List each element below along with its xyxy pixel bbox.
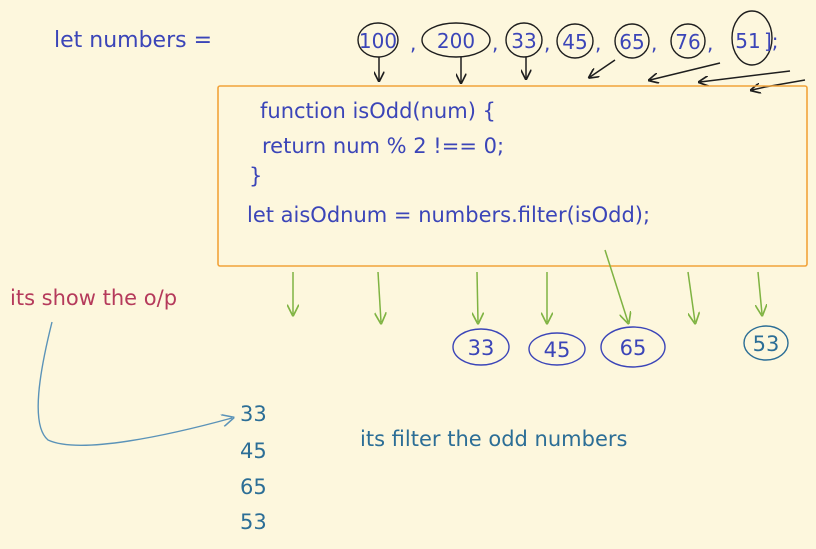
filter-note: its filter the odd numbers: [360, 427, 627, 451]
comma: ,: [651, 31, 657, 55]
array-value-100: 100: [357, 22, 399, 58]
comma: ,: [410, 31, 416, 55]
array-value-76: 76: [670, 23, 706, 59]
result-value: 53: [753, 332, 780, 356]
green-arrow-51: [758, 271, 762, 314]
result-bubble-45: 45: [528, 332, 586, 366]
array-value-200: 200: [421, 22, 491, 58]
array-value-33: 33: [505, 22, 543, 58]
array-value-label: 45: [562, 30, 587, 54]
comma: ,: [707, 31, 713, 55]
output-item: 65: [240, 475, 267, 499]
array-prefix: let numbers =: [54, 28, 212, 53]
output-item: 33: [240, 402, 267, 426]
array-value-label: 200: [437, 29, 475, 53]
code-lines: function isOdd(num) { return num % 2 !==…: [247, 99, 650, 227]
result-bubble-65: 65: [600, 326, 666, 368]
output-list: 33 45 65 53: [240, 402, 267, 534]
array-value-label: 65: [619, 30, 644, 54]
array-value-label: 51: [735, 29, 760, 53]
arrow-45: [590, 59, 616, 77]
green-arrow-33: [477, 271, 478, 322]
filter-arrows: [293, 249, 762, 322]
green-arrow-65: [604, 249, 628, 322]
comma: ,: [492, 31, 498, 55]
green-arrow-200: [378, 271, 381, 322]
arrow-76: [700, 70, 791, 82]
code-line-1: function isOdd(num) {: [260, 99, 496, 123]
comma: ,: [595, 31, 601, 55]
green-arrow-76: [687, 271, 695, 322]
array-value-51: 51: [731, 10, 773, 66]
array-value-label: 76: [675, 30, 700, 54]
result-value: 65: [620, 336, 647, 360]
array-values: 100 , 200 , 33 , 45 , 65 , 76 , 51: [357, 10, 779, 66]
result-value: 45: [544, 338, 571, 362]
output-label: its show the o/p: [10, 286, 177, 310]
input-arrows: [379, 57, 806, 90]
result-bubble-33: 33: [452, 328, 510, 366]
array-value-45: 45: [556, 23, 594, 59]
code-box: [217, 85, 808, 267]
arrow-51: [752, 79, 806, 90]
comma: ,: [544, 31, 550, 55]
code-line-2: return num % 2 !== 0;: [262, 134, 504, 158]
result-bubble-53: 53: [743, 325, 789, 361]
arrow-65: [650, 62, 721, 80]
code-line-4: let aisOdnum = numbers.filter(isOdd);: [247, 203, 650, 227]
filtered-results: 33 45 65 53: [452, 325, 789, 368]
array-value-label: 100: [359, 29, 397, 53]
code-line-3: }: [249, 164, 262, 188]
result-value: 33: [468, 336, 495, 360]
output-item: 53: [240, 510, 267, 534]
array-value-65: 65: [614, 23, 650, 59]
array-suffix: ];: [764, 29, 779, 53]
output-item: 45: [240, 439, 267, 463]
array-value-label: 33: [511, 29, 536, 53]
output-arrow: [37, 321, 232, 446]
